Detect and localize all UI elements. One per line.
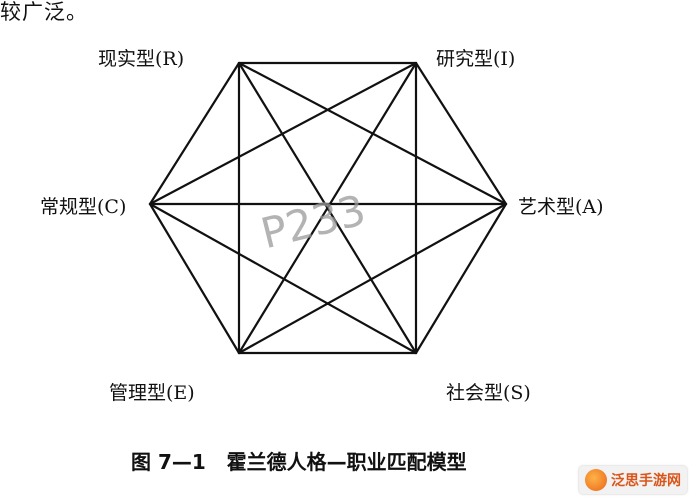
logo-label: 泛思手游网 bbox=[611, 473, 681, 489]
edge-e-c bbox=[148, 202, 241, 355]
figure-caption: 图 7—1 霍兰德人格—职业匹配模型 bbox=[131, 450, 467, 474]
node-label-realistic: 现实型(R) bbox=[98, 48, 185, 70]
site-logo: 泛思手游网 bbox=[579, 466, 687, 494]
edge-c-r bbox=[148, 61, 241, 206]
logo-icon bbox=[585, 469, 607, 491]
node-label-conventional: 常规型(C) bbox=[40, 196, 127, 218]
node-label-enterprising: 管理型(E) bbox=[109, 382, 195, 404]
diag-i-e bbox=[237, 61, 418, 355]
edge-a-s bbox=[414, 202, 508, 355]
node-label-social: 社会型(S) bbox=[446, 382, 531, 404]
diag-s-c bbox=[148, 202, 418, 355]
diag-a-e bbox=[237, 202, 508, 355]
edge-i-a bbox=[414, 61, 508, 206]
node-label-investigative: 研究型(I) bbox=[436, 48, 516, 70]
text-fragment: 较广泛。 bbox=[0, 0, 88, 24]
node-label-artistic: 艺术型(A) bbox=[518, 196, 604, 218]
